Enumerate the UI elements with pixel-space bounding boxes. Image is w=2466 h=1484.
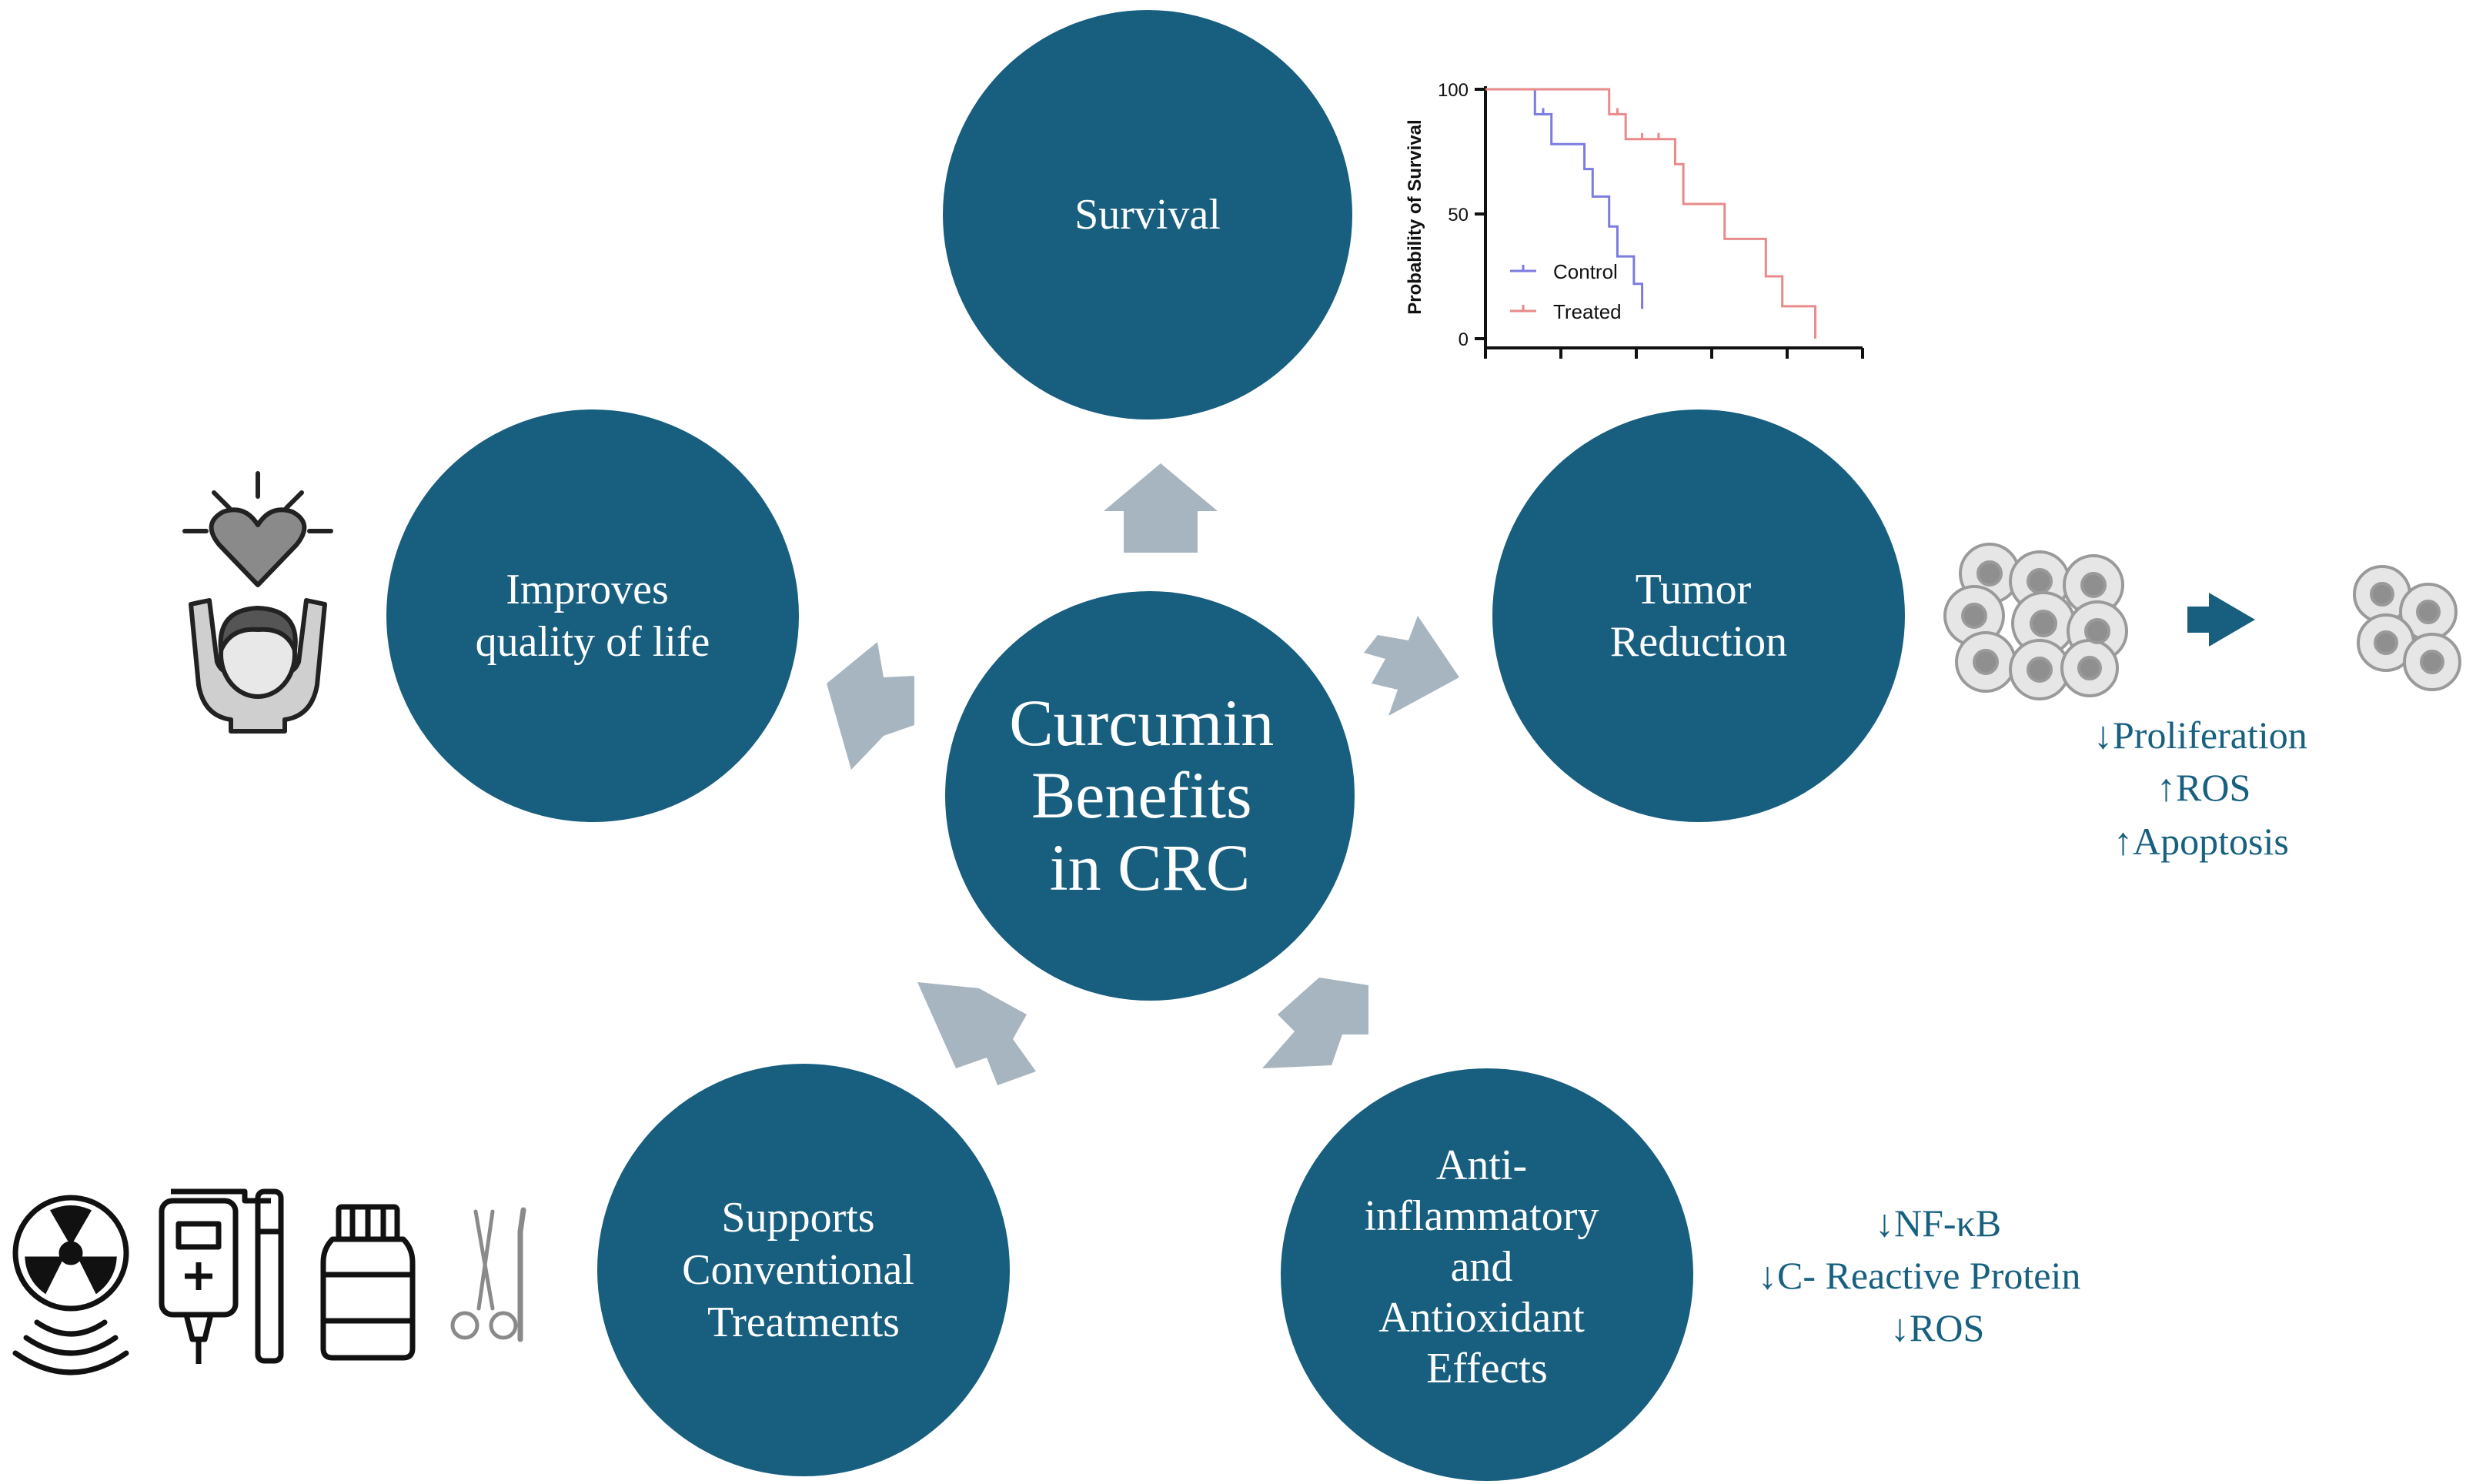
legend-control-label: Control bbox=[1553, 260, 1618, 283]
tumor-effect-proliferation: ↓Proliferation bbox=[2093, 714, 2307, 757]
right-arrow-icon bbox=[2187, 593, 2255, 647]
series-line-control bbox=[1485, 88, 1644, 309]
arrow-to-conventional bbox=[917, 982, 1036, 1085]
chart-legend: Control Treated bbox=[1510, 260, 1622, 323]
legend-treated-label: Treated bbox=[1553, 300, 1622, 323]
cell-cluster-icon bbox=[1943, 543, 2128, 700]
person-heart-icon bbox=[182, 471, 333, 734]
y-tick-label: 50 bbox=[1448, 205, 1469, 226]
y-axis-label: Probability of Survival bbox=[1405, 119, 1425, 314]
iv-drip-icon bbox=[159, 1188, 284, 1364]
tumor-effect-apoptosis: ↑Apoptosis bbox=[2113, 820, 2289, 863]
arrow-to-tumor bbox=[1364, 616, 1459, 716]
tumor-label: Tumor Reduction bbox=[1610, 566, 1787, 666]
reduced-cells-icon bbox=[2353, 565, 2461, 691]
medicine-bottle-icon bbox=[320, 1204, 416, 1361]
survival-label: Survival bbox=[1074, 191, 1221, 239]
arrow-to-quality bbox=[827, 642, 914, 770]
surgical-tools-icon bbox=[450, 1207, 526, 1342]
arrow-to-anti bbox=[1262, 978, 1368, 1068]
radiation-icon bbox=[12, 1195, 129, 1375]
y-ticks: 0 50 100 bbox=[1438, 80, 1485, 350]
anti-effect-crp: ↓C- Reactive Protein bbox=[1758, 1254, 2080, 1297]
survival-chart: 0 50 100 Probability of Survival Control T… bbox=[1405, 80, 1864, 359]
quality-circle bbox=[386, 409, 799, 822]
quality-label: Improves quality of life bbox=[476, 566, 710, 666]
conventional-circle bbox=[597, 1064, 1010, 1476]
survival-circle bbox=[943, 10, 1352, 419]
x-ticks bbox=[1484, 348, 1864, 359]
tumor-circle bbox=[1492, 409, 1905, 822]
anti-label: Anti- inflammatory and Antioxidant Effec… bbox=[1365, 1141, 1610, 1392]
chart-series bbox=[1485, 88, 1817, 339]
flow-arrows bbox=[827, 463, 1459, 1085]
anti-circle bbox=[1281, 1068, 1693, 1481]
series-line-treated bbox=[1485, 88, 1817, 339]
center-circle bbox=[945, 591, 1355, 1001]
arrow-to-survival bbox=[1104, 463, 1218, 553]
tumor-effect-ros: ↑ROS bbox=[2157, 766, 2250, 809]
benefit-circles bbox=[386, 10, 1905, 1481]
y-tick-label: 0 bbox=[1459, 329, 1469, 350]
anti-effect-nfkb: ↓NF-κB bbox=[1875, 1202, 2001, 1245]
center-title: Curcumin Benefits in CRC bbox=[1009, 686, 1290, 904]
conventional-label: Supports Conventional Treatments bbox=[682, 1194, 925, 1346]
anti-effect-ros: ↓ROS bbox=[1890, 1306, 1984, 1349]
y-tick-label: 100 bbox=[1438, 80, 1469, 101]
